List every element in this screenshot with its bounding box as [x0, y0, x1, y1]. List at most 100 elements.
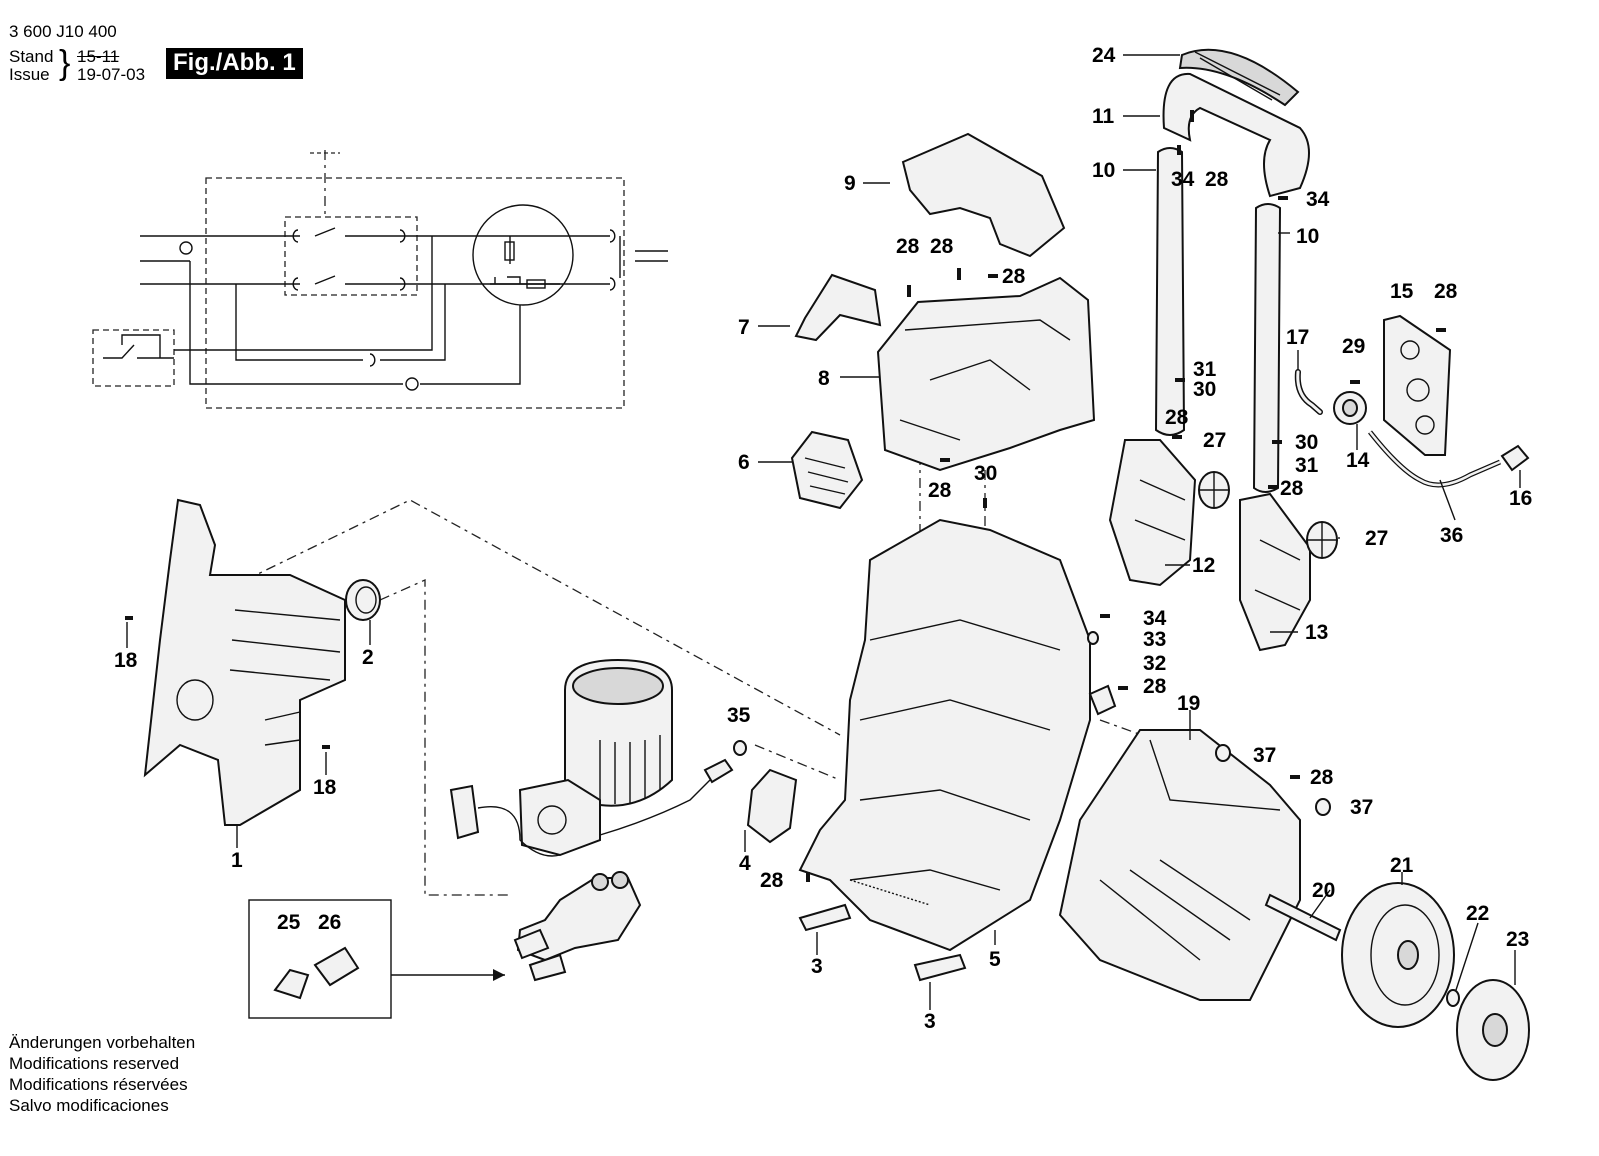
- foot-pad-a: [798, 903, 852, 932]
- handle-grip-part: [1178, 48, 1300, 107]
- hose-part: [1368, 430, 1501, 488]
- label-8: 8: [818, 367, 830, 390]
- stand-value-struck: 15-11: [77, 47, 120, 66]
- label-24: 24: [1092, 44, 1116, 67]
- hub-cap-part: [1456, 979, 1530, 1081]
- label-22: 22: [1466, 902, 1489, 925]
- label-5: 5: [989, 948, 1001, 971]
- left-frame-part: [1108, 439, 1197, 587]
- footer-notes: Änderungen vorbehalten Modifications res…: [9, 1032, 195, 1116]
- part-labels: 24 11 10 34 28 34 10 9 28 28 28 7 8 6 28…: [114, 44, 1532, 1033]
- label-12: 12: [1192, 554, 1215, 577]
- tube-right: [1252, 203, 1282, 493]
- label-13: 13: [1305, 621, 1328, 644]
- cable-clip-part: [794, 273, 882, 342]
- label-28a: 28: [1205, 168, 1229, 191]
- axle-part: [1264, 893, 1342, 942]
- stand-label: Stand: [9, 47, 54, 66]
- label-10b: 10: [1296, 225, 1319, 248]
- small-hose-part: [1294, 369, 1323, 415]
- label-29: 29: [1342, 335, 1365, 358]
- label-10a: 10: [1092, 159, 1115, 182]
- figure-label: Fig./Abb. 1: [166, 48, 303, 79]
- connector-part: [1333, 391, 1367, 425]
- label-31a: 31: [1193, 358, 1217, 381]
- motor-part: [518, 658, 673, 857]
- label-11: 11: [1092, 105, 1115, 128]
- label-6: 6: [738, 451, 750, 474]
- knob-part: [345, 579, 381, 621]
- label-9: 9: [844, 172, 856, 195]
- accessory-detail-box: [248, 899, 505, 1019]
- label-30c: 30: [1295, 431, 1318, 454]
- label-32: 32: [1143, 652, 1166, 675]
- side-cover-part: [790, 430, 864, 510]
- footer-line-en: Modifications reserved: [9, 1054, 180, 1073]
- issue-label: Issue: [9, 65, 50, 84]
- label-28g: 28: [1280, 477, 1304, 500]
- upper-housing-part: [876, 276, 1096, 472]
- label-28f: 28: [1165, 406, 1189, 429]
- nut-35: [733, 740, 747, 756]
- issue-value: 19-07-03: [77, 65, 146, 84]
- washer-part: [1446, 989, 1460, 1007]
- footer-line-de: Änderungen vorbehalten: [9, 1033, 196, 1052]
- label-28c: 28: [930, 235, 954, 258]
- leader-lines: [126, 54, 1521, 1010]
- foot-pad-b: [913, 953, 967, 982]
- label-3a: 3: [811, 955, 823, 978]
- outlet-panel-part: [1383, 314, 1452, 456]
- label-14: 14: [1346, 449, 1370, 472]
- hose-fitting-part: [1500, 444, 1530, 472]
- screws: [125, 110, 1446, 882]
- label-25: 25: [277, 911, 301, 934]
- label-28i: 28: [1143, 675, 1167, 698]
- plug-37b: [1315, 798, 1331, 816]
- label-21: 21: [1390, 854, 1414, 877]
- plug-37a: [1215, 744, 1231, 762]
- label-18b: 18: [313, 776, 337, 799]
- label-16: 16: [1509, 487, 1532, 510]
- label-28h: 28: [1434, 280, 1458, 303]
- top-cover-part: [901, 132, 1066, 258]
- footer-line-fr: Modifications réservées: [9, 1075, 188, 1094]
- label-17: 17: [1286, 326, 1309, 349]
- clamp-32: [1088, 684, 1117, 716]
- wiring-schematic: [92, 150, 668, 409]
- label-1: 1: [231, 849, 243, 872]
- footer-line-es: Salvo modificaciones: [9, 1096, 169, 1115]
- small-wheel-a: [1198, 471, 1230, 509]
- label-28e: 28: [928, 479, 952, 502]
- label-27a: 27: [1203, 429, 1226, 452]
- label-7: 7: [738, 316, 750, 339]
- front-housing-part: [143, 498, 346, 826]
- label-28d: 28: [1002, 265, 1026, 288]
- label-28j: 28: [1310, 766, 1334, 789]
- hose-reel-housing-part: [1058, 729, 1301, 1001]
- right-frame-part: [1239, 492, 1311, 652]
- label-4: 4: [739, 852, 751, 875]
- doc-number: 3 600 J10 400: [9, 22, 117, 41]
- label-33: 33: [1143, 628, 1166, 651]
- label-19: 19: [1177, 692, 1200, 715]
- label-28k: 28: [760, 869, 784, 892]
- power-cord: [599, 758, 734, 836]
- label-15: 15: [1390, 280, 1414, 303]
- label-23: 23: [1506, 928, 1529, 951]
- tube-left: [1154, 147, 1186, 436]
- chassis-part: [798, 518, 1091, 952]
- label-31b: 31: [1295, 454, 1319, 477]
- label-3b: 3: [924, 1010, 936, 1033]
- label-30b: 30: [1193, 378, 1216, 401]
- brace: }: [59, 44, 71, 82]
- label-34a: 34: [1171, 168, 1195, 191]
- nozzle-holder-part: [746, 768, 798, 844]
- label-34b: 34: [1306, 188, 1330, 211]
- switch-part: [449, 784, 561, 857]
- label-34c: 34: [1143, 607, 1167, 630]
- label-26: 26: [318, 911, 341, 934]
- label-30a: 30: [974, 462, 997, 485]
- label-18a: 18: [114, 649, 138, 672]
- label-37a: 37: [1253, 744, 1276, 767]
